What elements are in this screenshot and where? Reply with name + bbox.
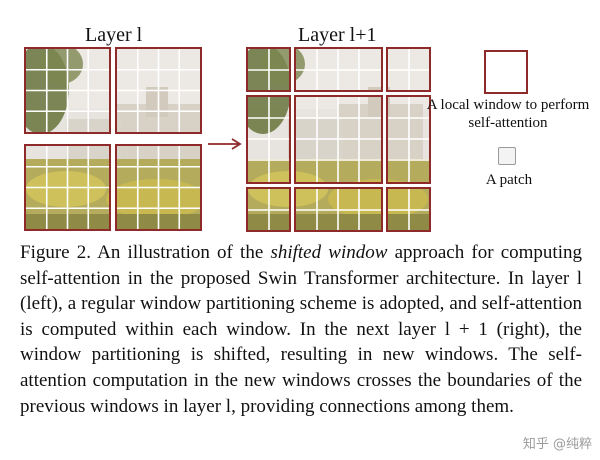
shifted-window-4	[246, 95, 291, 184]
right-arrow-icon	[208, 138, 242, 150]
shifted-window-7	[246, 187, 291, 232]
window-scene	[248, 189, 289, 230]
window-scene	[248, 49, 289, 90]
caption-prefix: Figure 2. An illustration of the	[20, 242, 271, 263]
shifted-window-3	[386, 47, 431, 92]
caption-emphasis: shifted window	[270, 242, 388, 263]
window-tr	[115, 47, 202, 134]
watermark: 知乎 @纯粹	[522, 437, 592, 452]
window-scene	[248, 97, 289, 182]
window-scene	[117, 49, 200, 132]
shifted-window-9	[386, 187, 431, 232]
window-scene	[26, 49, 109, 132]
shifted-window-5	[294, 95, 383, 184]
figure-caption: Figure 2. An illustration of the shifted…	[20, 240, 582, 419]
window-scene	[388, 189, 429, 230]
window-scene	[388, 97, 429, 182]
window-scene	[388, 49, 429, 90]
shifted-window-1	[246, 47, 291, 92]
caption-body: approach for computing self-attention in…	[20, 242, 582, 417]
window-scene	[296, 49, 381, 90]
window-scene	[117, 146, 200, 229]
shifted-window-6	[386, 95, 431, 184]
shifted-window-8	[294, 187, 383, 232]
window-tl	[24, 47, 111, 134]
layer-l-title: Layer l	[85, 24, 143, 46]
window-scene	[296, 189, 381, 230]
window-scene	[296, 97, 381, 182]
window-bl	[24, 144, 111, 231]
shifted-window-2	[294, 47, 383, 92]
legend-patch-text: A patch	[485, 172, 533, 188]
window-scene	[26, 146, 109, 229]
legend-window-swatch	[484, 50, 528, 94]
legend-window-text: A local window to perform self-attention	[426, 97, 590, 131]
layer-l-plus-1-title: Layer l+1	[298, 24, 377, 46]
window-br	[115, 144, 202, 231]
legend-patch-swatch	[498, 147, 516, 165]
